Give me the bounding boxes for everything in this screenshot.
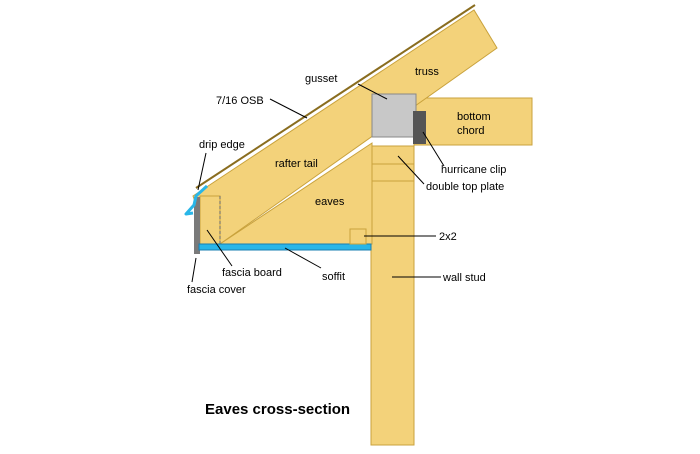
leader-gusset (357, 83, 388, 100)
fascia-cover (194, 197, 200, 254)
label-fascia-board: fascia board (222, 267, 282, 279)
label-wall-stud: wall stud (442, 272, 486, 284)
leader-fascia-cover (191, 257, 197, 283)
wall-stud (370, 179, 415, 446)
leader-fascia-board (206, 229, 233, 267)
label-2x2: 2x2 (439, 231, 457, 243)
label-eaves: eaves (315, 196, 345, 208)
fascia-board (199, 195, 221, 249)
leader-osb (269, 98, 308, 119)
label-soffit: soffit (322, 271, 345, 283)
gusset (371, 93, 417, 138)
drip-edge (184, 184, 209, 216)
label-fascia-cover: fascia cover (187, 284, 246, 296)
label-bottom-chord-line2: chord (457, 125, 485, 137)
osb-sheathing (195, 4, 476, 189)
leader-hurricane-clip (422, 131, 445, 167)
soffit (198, 243, 372, 251)
label-hurricane-clip: hurricane clip (441, 164, 506, 176)
label-drip-edge: drip edge (199, 139, 245, 151)
bottom-chord (413, 97, 533, 146)
label-rafter-tail: rafter tail (275, 158, 318, 170)
label-double-top-plate: double top plate (426, 181, 504, 193)
leader-drip-edge (197, 152, 207, 191)
label-gusset: gusset (305, 73, 337, 85)
label-osb: 7/16 OSB (216, 95, 264, 107)
diagram-title: Eaves cross-section (205, 401, 350, 418)
double-top-plate (370, 145, 415, 165)
hurricane-clip (413, 111, 426, 144)
block-2x2 (349, 228, 367, 245)
leader-double-top-plate (397, 155, 425, 185)
label-bottom-chord-line1: bottom (457, 111, 491, 123)
label-truss: truss (415, 66, 439, 78)
leader-soffit (284, 247, 322, 269)
